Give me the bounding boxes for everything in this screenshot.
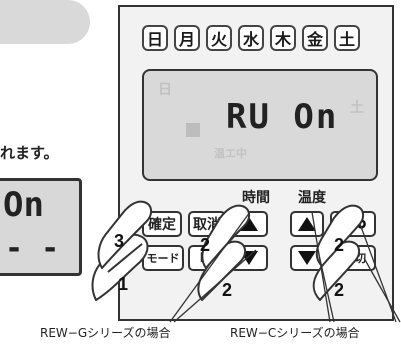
pointing-hand-icon bbox=[201, 204, 250, 269]
pointer-line bbox=[359, 223, 397, 323]
up-arrow-icon bbox=[298, 217, 316, 231]
weekday-buttons: 日 月 火 水 木 金 土 bbox=[142, 25, 360, 51]
day-button-tue[interactable]: 火 bbox=[206, 25, 232, 51]
footer-c-series: REW−Cシリーズの場合 bbox=[230, 326, 360, 340]
pointing-hand-icon bbox=[312, 240, 360, 301]
temp-up-button[interactable] bbox=[290, 211, 324, 237]
step-number-2: 2 bbox=[222, 280, 232, 300]
pointer-line bbox=[169, 211, 251, 323]
instruction-caption: れます。 bbox=[0, 144, 59, 162]
mode-button[interactable]: モード bbox=[142, 245, 184, 271]
day-button-mon[interactable]: 月 bbox=[174, 25, 200, 51]
pointing-hand-icon bbox=[97, 200, 152, 269]
lcd-readout: RU On bbox=[226, 97, 339, 137]
lcd-ghost-day-right: 土 bbox=[350, 100, 364, 116]
detail-display: On - - bbox=[0, 178, 82, 276]
lcd-ghost-row-label: 温エ中 bbox=[214, 147, 247, 160]
footer-g-series: REW−Gシリーズの場合 bbox=[40, 326, 171, 340]
pointer-line bbox=[311, 211, 331, 323]
temp-label: 温度 bbox=[298, 190, 326, 206]
lcd-ghost-day-left: 日 bbox=[158, 82, 172, 98]
day-button-wed[interactable]: 水 bbox=[238, 25, 264, 51]
pointer-line bbox=[363, 257, 401, 323]
lcd-ghost-segment bbox=[186, 123, 200, 137]
day-button-sat[interactable]: 土 bbox=[334, 25, 360, 51]
detail-display-line2: - - bbox=[5, 231, 60, 266]
step-number-3: 3 bbox=[114, 231, 124, 251]
day-button-thu[interactable]: 木 bbox=[270, 25, 296, 51]
step-number-2: 2 bbox=[334, 235, 344, 255]
step-number-2: 2 bbox=[200, 235, 210, 255]
pointer-line bbox=[317, 249, 335, 323]
detail-display-line1: On bbox=[3, 185, 44, 225]
down-arrow-icon bbox=[298, 251, 316, 265]
step-number-1: 1 bbox=[118, 274, 128, 294]
step-header-pill bbox=[0, 0, 90, 44]
day-button-fri[interactable]: 金 bbox=[302, 25, 328, 51]
step-number-2: 2 bbox=[334, 280, 344, 300]
pointer-line bbox=[173, 249, 257, 323]
time-label: 時間 bbox=[242, 190, 270, 206]
lcd-screen: 日 土 温エ中 RU On bbox=[142, 69, 378, 181]
pointing-hand-icon bbox=[107, 243, 143, 273]
day-button-sun[interactable]: 日 bbox=[142, 25, 168, 51]
